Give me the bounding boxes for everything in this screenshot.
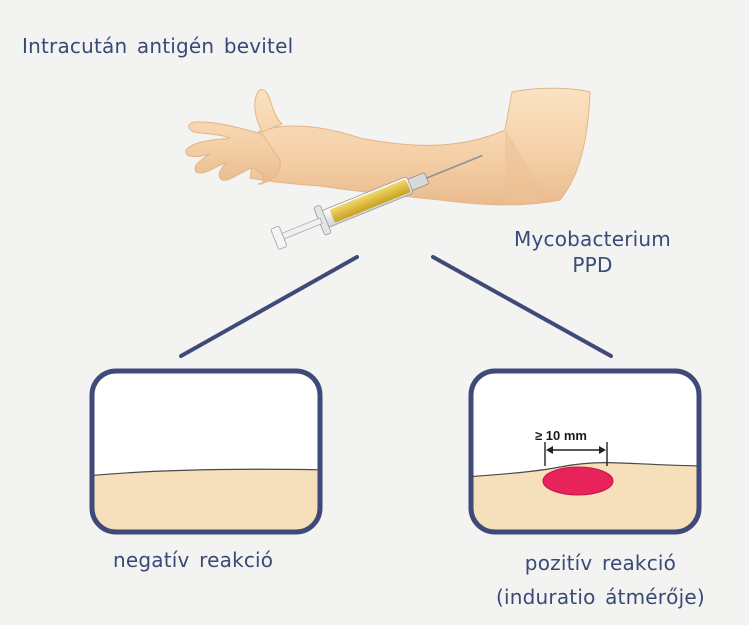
positive-skin-line bbox=[471, 462, 699, 478]
measure-arrow-left bbox=[546, 446, 553, 454]
induration bbox=[542, 466, 614, 496]
antigen-label-line1: Mycobacterium bbox=[514, 227, 671, 251]
negative-skin-line bbox=[92, 468, 320, 477]
positive-frame bbox=[468, 368, 702, 535]
negative-frame bbox=[89, 368, 323, 535]
connector-left bbox=[179, 255, 359, 358]
positive-panel bbox=[468, 368, 702, 535]
measure-arrow-right bbox=[599, 446, 606, 454]
positive-reaction-line2: (induratio átmérője) bbox=[496, 585, 705, 609]
negative-skin bbox=[92, 469, 320, 532]
arm-illustration bbox=[185, 87, 591, 206]
syringe-plunger-head bbox=[270, 226, 287, 250]
syringe-fluid bbox=[330, 179, 411, 223]
syringe-needle bbox=[424, 154, 483, 180]
positive-skin bbox=[471, 462, 699, 532]
hand bbox=[185, 89, 283, 185]
negative-panel bbox=[89, 368, 323, 535]
connector-right bbox=[431, 255, 613, 358]
antigen-label: Mycobacterium PPD bbox=[514, 226, 671, 278]
diagram-title: Intracután antigén bevitel bbox=[22, 34, 294, 58]
antigen-label-line2: PPD bbox=[572, 253, 613, 277]
negative-reaction-label: negatív reakció bbox=[113, 548, 274, 572]
syringe-illustration bbox=[270, 154, 483, 250]
elbow-shading bbox=[505, 130, 548, 203]
measure-label: ≥ 10 mm bbox=[535, 428, 587, 443]
positive-reaction-label: pozitív reakció (induratio átmérője) bbox=[496, 546, 705, 614]
positive-reaction-line1: pozitív reakció bbox=[524, 551, 677, 575]
syringe-plunger-rod bbox=[280, 217, 323, 240]
